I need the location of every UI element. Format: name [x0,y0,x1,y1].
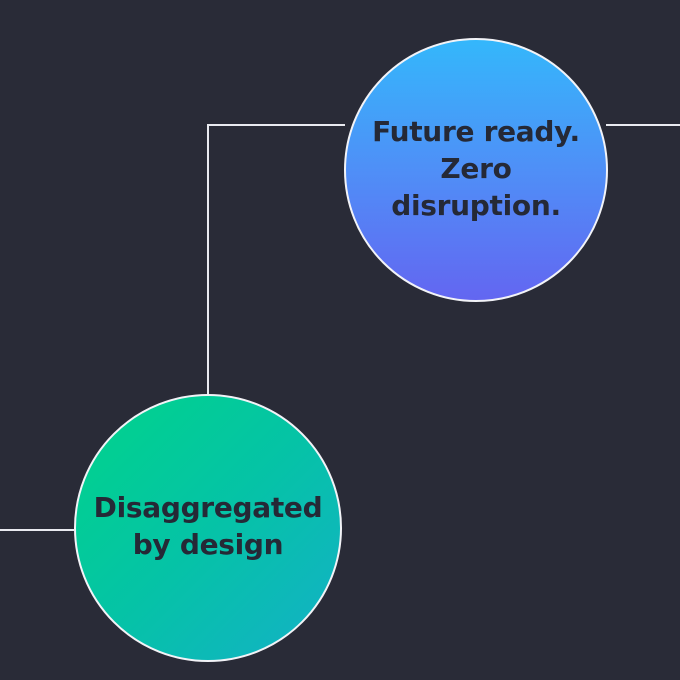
node-disaggregated: Disaggregated by design [74,394,342,662]
node-disaggregated-line-2: by design [132,528,284,561]
connector-top [207,124,345,126]
node-disaggregated-label: Disaggregated by design [94,489,323,563]
node-future-ready-line-3: disruption. [391,188,561,222]
node-future-ready-line-2: Zero [440,151,512,185]
node-disaggregated-line-1: Disaggregated [93,491,323,524]
connector-right [606,124,680,126]
node-future-ready-label: Future ready. Zero disruption. [372,113,580,224]
node-future-ready-line-1: Future ready. [372,114,580,148]
connector-left [0,529,74,531]
node-future-ready: Future ready. Zero disruption. [344,38,608,302]
connector-vertical [207,124,209,395]
